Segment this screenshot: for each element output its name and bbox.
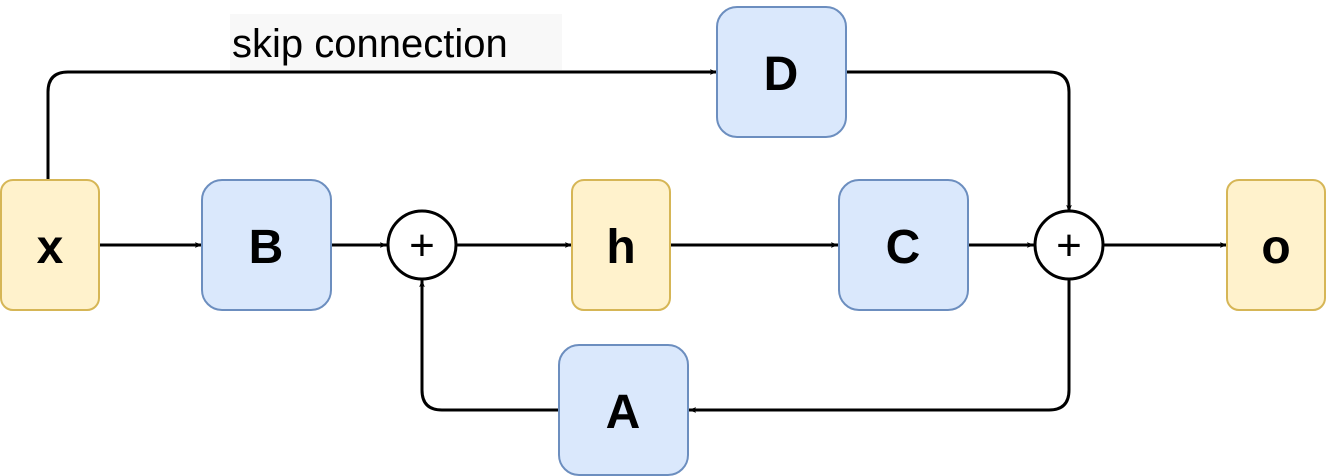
node-D-label: D — [764, 48, 799, 101]
skip-connection-label-bg — [230, 14, 562, 70]
node-o: o — [1226, 179, 1326, 311]
node-D: D — [716, 6, 847, 138]
sum-node-left: + — [386, 209, 458, 281]
edge-A-to-sum-left — [419, 279, 559, 412]
sum-node-left-symbol: + — [409, 221, 435, 270]
node-C-label: C — [886, 221, 921, 274]
sum-node-right: + — [1033, 209, 1105, 281]
node-h: h — [571, 179, 671, 311]
node-x: x — [0, 179, 100, 311]
skip-connection-label: skip connection — [232, 22, 508, 66]
node-C: C — [838, 179, 969, 311]
node-A: A — [558, 344, 689, 476]
sum-node-right-symbol: + — [1056, 221, 1082, 270]
node-o-label: o — [1261, 221, 1290, 274]
edge-D-to-sum-right — [846, 70, 1072, 213]
edge-x-to-D-skip — [46, 69, 718, 180]
edge-sum-right-to-A — [688, 280, 1071, 413]
node-A-label: A — [606, 386, 641, 439]
node-h-label: h — [606, 221, 635, 274]
node-x-label: x — [37, 221, 64, 274]
node-B-label: B — [249, 221, 284, 274]
node-B: B — [201, 179, 332, 311]
